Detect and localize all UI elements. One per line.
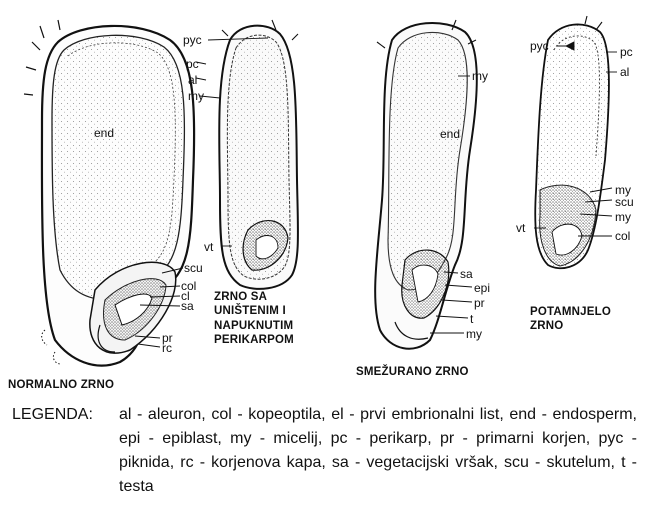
damaged-pericarp-grain-drawing bbox=[219, 20, 298, 289]
label-pc: pc bbox=[620, 46, 633, 58]
label-al: al bbox=[620, 66, 629, 78]
caption-line: NORMALNO ZRNO bbox=[8, 378, 114, 392]
caption-damaged-pericarp-grain: ZRNO SA UNIŠTENIM I NAPUKNUTIM PERIKARPO… bbox=[214, 290, 294, 348]
label-my: my bbox=[615, 211, 631, 223]
caption-normal-grain: NORMALNO ZRNO bbox=[8, 378, 114, 392]
label-vt: vt bbox=[516, 222, 525, 234]
caption-darkened-grain: POTAMNJELO ZRNO bbox=[530, 305, 611, 334]
label-rc: rc bbox=[162, 342, 172, 354]
label-epi: epi bbox=[474, 282, 490, 294]
label-t: t bbox=[470, 313, 473, 325]
legend-title: LEGENDA: bbox=[12, 403, 93, 427]
label-scu: scu bbox=[184, 262, 203, 274]
caption-line: NAPUKNUTIM bbox=[214, 319, 294, 333]
label-sa: sa bbox=[460, 268, 473, 280]
label-col: col bbox=[615, 230, 630, 242]
normal-grain-drawing bbox=[24, 20, 194, 366]
label-scu: scu bbox=[615, 196, 634, 208]
caption-line: SMEŽURANO ZRNO bbox=[356, 365, 469, 379]
label-vt: vt bbox=[204, 241, 213, 253]
label-end: end bbox=[440, 128, 460, 140]
label-my: my bbox=[466, 328, 482, 340]
caption-shriveled-grain: SMEŽURANO ZRNO bbox=[356, 365, 469, 379]
caption-line: ZRNO SA bbox=[214, 290, 294, 304]
darkened-grain-drawing bbox=[535, 16, 609, 268]
label-my: my bbox=[472, 70, 488, 82]
legend-text: al - aleuron, col - kopeoptila, el - prv… bbox=[119, 403, 637, 499]
shriveled-grain-drawing bbox=[375, 20, 477, 349]
grain-diagrams bbox=[0, 0, 647, 395]
label-my: my bbox=[188, 90, 204, 102]
caption-line: POTAMNJELO bbox=[530, 305, 611, 319]
label-sa: sa bbox=[181, 300, 194, 312]
label-pc: pc bbox=[186, 58, 199, 70]
caption-line: PERIKARPOM bbox=[214, 333, 294, 347]
label-pyc: pyc bbox=[530, 40, 549, 52]
caption-line: ZRNO bbox=[530, 319, 611, 333]
label-al: al bbox=[188, 74, 197, 86]
label-pyc: pyc bbox=[183, 34, 202, 46]
label-pr: pr bbox=[474, 297, 485, 309]
caption-line: UNIŠTENIM I bbox=[214, 304, 294, 318]
label-end: end bbox=[94, 127, 114, 139]
